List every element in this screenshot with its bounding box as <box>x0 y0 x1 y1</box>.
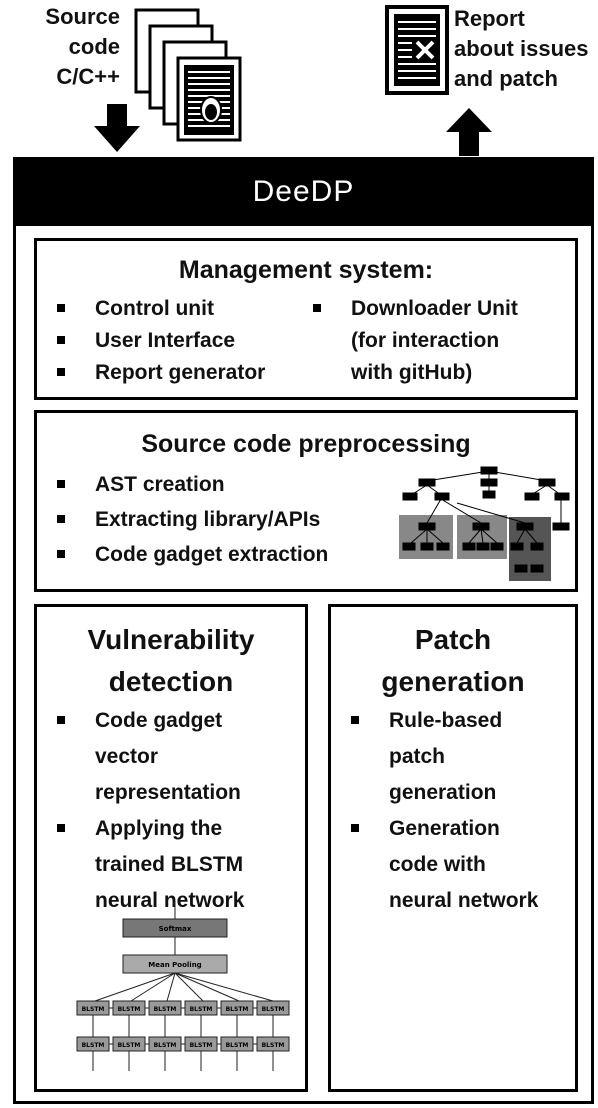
output-up-arrow-icon <box>446 108 492 156</box>
ast-tree-thumbnail <box>397 463 573 583</box>
blstm-cell-label: BLSTM <box>82 1006 105 1013</box>
deedp-header: DeeDP <box>13 157 594 226</box>
patch-generation-box: Patch generation Rule-based patch genera… <box>328 604 578 1092</box>
blstm-cell-label: BLSTM <box>118 1006 141 1013</box>
blstm-cell-label: BLSTM <box>226 1042 249 1049</box>
list-item-continuation: neural network <box>95 889 245 912</box>
blstm-cell-label: BLSTM <box>226 1006 249 1013</box>
list-item: Report generator <box>51 357 265 389</box>
management-right-list: Downloader Unit (for interaction with gi… <box>307 293 518 389</box>
report-label-line: about issues <box>454 36 589 61</box>
report-label: Report about issues and patch <box>454 4 598 94</box>
management-system-box: Management system: Control unit User Int… <box>34 238 578 400</box>
mean-pooling-label: Mean Pooling <box>148 961 201 969</box>
preprocessing-box: Source code preprocessing AST creation E… <box>34 410 578 592</box>
list-item-continuation: with gitHub) <box>351 361 473 384</box>
list-item-continuation: patch <box>389 745 446 768</box>
blstm-cell-label: BLSTM <box>118 1042 141 1049</box>
blstm-layer-grid: BLSTM BLSTM BLSTM BLSTM BLSTM BLSTM BLSTM BLSTM… <box>76 1000 290 1071</box>
list-item: Code gadget extraction <box>51 537 328 572</box>
softmax-label: Softmax <box>159 925 192 933</box>
blstm-cell-label: BLSTM <box>262 1042 285 1049</box>
bullet-icon <box>57 304 65 312</box>
blstm-cell-label: BLSTM <box>82 1042 105 1049</box>
source-label-line: code <box>68 34 120 59</box>
source-files-icon <box>134 8 242 142</box>
report-label-line: Report <box>454 6 525 31</box>
bullet-icon <box>57 336 65 344</box>
bullet-icon <box>57 824 65 832</box>
input-down-arrow-icon <box>94 104 140 152</box>
list-item: Code gadget <box>51 703 244 739</box>
list-item: User Interface <box>51 325 265 357</box>
management-left-list: Control unit User Interface Report gener… <box>51 293 265 389</box>
bullet-icon <box>57 368 65 376</box>
list-item: Generation <box>345 811 538 847</box>
list-item: AST creation <box>51 467 328 502</box>
source-label-line: C/C++ <box>56 64 120 89</box>
list-item-continuation: representation <box>95 781 241 804</box>
blstm-cell-label: BLSTM <box>154 1042 177 1049</box>
list-item: Applying the <box>51 811 244 847</box>
list-item-continuation: vector <box>95 745 159 768</box>
blstm-cell-label: BLSTM <box>154 1006 177 1013</box>
bullet-icon <box>57 716 65 724</box>
blstm-cell-label: BLSTM <box>190 1006 213 1013</box>
source-label-line: Source <box>45 4 120 29</box>
list-item-continuation: neural network <box>389 889 539 912</box>
report-document-icon <box>385 5 449 95</box>
vulnerability-title: Vulnerability detection <box>87 624 255 697</box>
list-item-continuation: code with <box>389 853 486 876</box>
vulnerability-list: Code gadget vector representation Applyi… <box>51 703 244 919</box>
list-item-continuation: trained BLSTM <box>95 853 244 876</box>
patch-title: Patch generation <box>381 624 525 697</box>
vulnerability-detection-box: Vulnerability detection Code gadget vect… <box>34 604 308 1092</box>
bullet-icon <box>57 515 65 523</box>
list-item: Rule-based <box>345 703 538 739</box>
bullet-icon <box>351 824 359 832</box>
preprocessing-title: Source code preprocessing <box>141 430 471 458</box>
management-title: Management system: <box>178 256 434 284</box>
blstm-cell-label: BLSTM <box>262 1006 285 1013</box>
list-item-continuation: (for interaction <box>351 329 500 352</box>
list-item: Extracting library/APIs <box>51 502 328 537</box>
bullet-icon <box>57 480 65 488</box>
list-item: Downloader Unit <box>307 293 518 325</box>
patch-list: Rule-based patch generation Generation c… <box>345 703 538 919</box>
source-code-label: Source code C/C++ <box>20 2 120 92</box>
preprocessing-list: AST creation Extracting library/APIs Cod… <box>51 467 328 572</box>
report-label-line: and patch <box>454 66 558 91</box>
bullet-icon <box>313 304 321 312</box>
blstm-cell-label: BLSTM <box>190 1042 213 1049</box>
bullet-icon <box>351 716 359 724</box>
bullet-icon <box>57 550 65 558</box>
list-item-continuation: generation <box>389 781 497 804</box>
list-item: Control unit <box>51 293 265 325</box>
